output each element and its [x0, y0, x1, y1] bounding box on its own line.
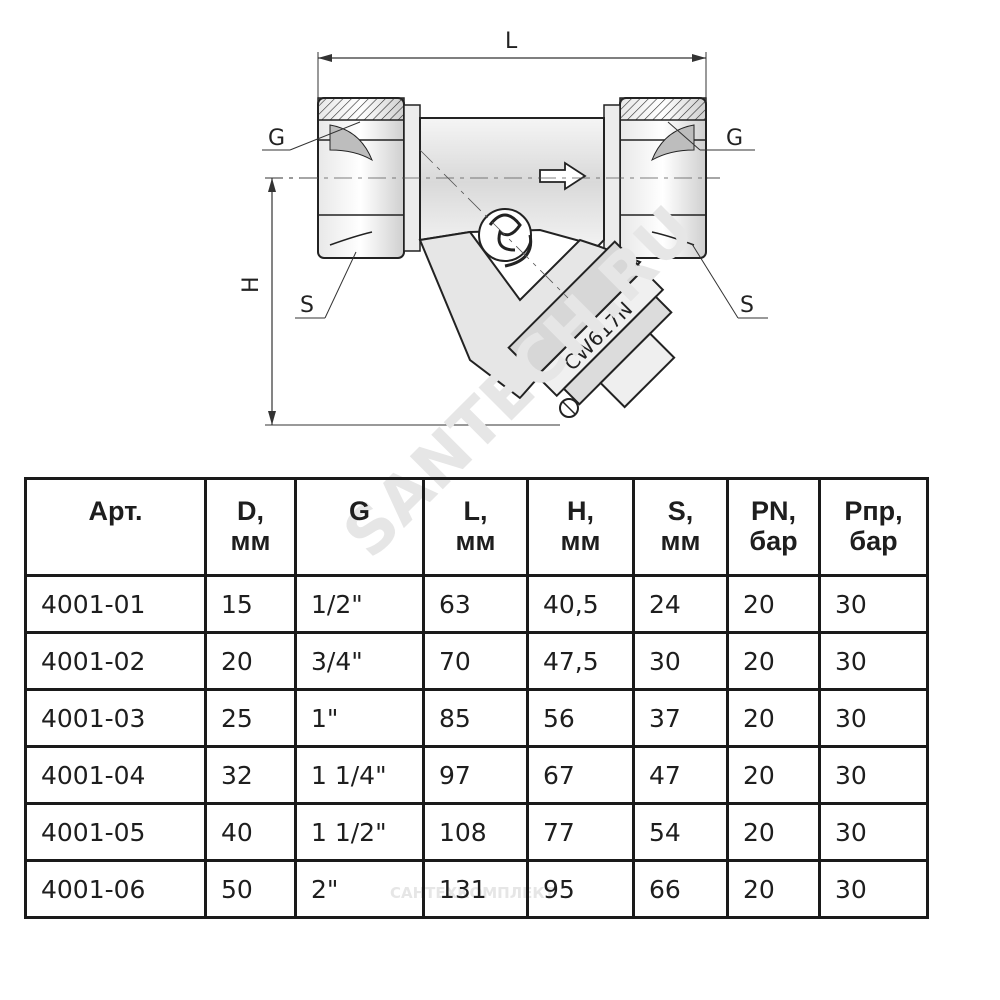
table-cell-col-s: 54	[632, 802, 729, 862]
table-cell-col-s: 30	[632, 631, 729, 691]
header-col-g: G	[294, 477, 425, 577]
header-label: Рпр,	[844, 496, 903, 526]
svg-text:G: G	[268, 126, 285, 151]
header-label: G	[348, 496, 370, 526]
g-right-callout: G	[667, 121, 755, 151]
table-cell-col-ppr: 30	[818, 631, 929, 691]
table-cell-col-h: 77	[526, 802, 635, 862]
header-col-s: S,мм	[632, 477, 729, 577]
header-unit: бар	[749, 526, 798, 556]
table-cell-col-ppr: 30	[818, 574, 929, 634]
header-label: L,	[463, 496, 488, 526]
header-col-pn: PN,бар	[726, 477, 821, 577]
table-cell-col-h: 67	[526, 745, 635, 805]
table-cell-col-art: 4001-06	[24, 859, 207, 919]
header-unit: мм	[660, 526, 701, 556]
s-right-callout: S	[691, 243, 768, 319]
table-cell-col-s: 66	[632, 859, 729, 919]
table-cell-col-s: 37	[632, 688, 729, 748]
table-cell-col-ppr: 30	[818, 688, 929, 748]
table-cell-col-h: 47,5	[526, 631, 635, 691]
table-cell-col-l: 85	[422, 688, 529, 748]
dimension-l-label: L	[505, 29, 518, 54]
table-cell-col-pn: 20	[726, 859, 821, 919]
table-cell-col-d: 25	[204, 688, 297, 748]
table-cell-col-l: 63	[422, 574, 529, 634]
table-cell-col-g: 1 1/2"	[294, 802, 425, 862]
table-cell-col-s: 47	[632, 745, 729, 805]
header-label: PN,	[750, 496, 796, 526]
dimension-l: L	[317, 29, 707, 100]
g-left-callout: G	[262, 121, 361, 151]
header-label: Арт.	[88, 496, 143, 526]
table-cell-col-art: 4001-02	[24, 631, 207, 691]
table-cell-col-pn: 20	[726, 574, 821, 634]
table-cell-col-pn: 20	[726, 688, 821, 748]
table-cell-col-l: 97	[422, 745, 529, 805]
table-cell-col-d: 40	[204, 802, 297, 862]
table-cell-col-h: 95	[526, 859, 635, 919]
header-unit: мм	[230, 526, 271, 556]
table-cell-col-art: 4001-05	[24, 802, 207, 862]
table-cell-col-d: 20	[204, 631, 297, 691]
header-label: H,	[567, 496, 594, 526]
table-cell-col-g: 1 1/4"	[294, 745, 425, 805]
table-cell-col-art: 4001-01	[24, 574, 207, 634]
table-cell-col-l: 70	[422, 631, 529, 691]
strainer-drawing: L H CW6	[239, 29, 768, 426]
table-cell-col-d: 50	[204, 859, 297, 919]
s-left-callout: S	[295, 251, 357, 319]
table-cell-col-g: 2"	[294, 859, 425, 919]
table-cell-col-g: 1"	[294, 688, 425, 748]
dimension-h-label: H	[239, 276, 264, 293]
table-cell-col-ppr: 30	[818, 745, 929, 805]
table-cell-col-ppr: 30	[818, 802, 929, 862]
header-col-art: Арт.	[24, 477, 207, 577]
table-cell-col-pn: 20	[726, 631, 821, 691]
header-unit: мм	[560, 526, 601, 556]
right-end-nut	[603, 97, 707, 259]
table-cell-col-d: 32	[204, 745, 297, 805]
table-cell-col-s: 24	[632, 574, 729, 634]
table-cell-col-h: 56	[526, 688, 635, 748]
header-col-l: L,мм	[422, 477, 529, 577]
table-cell-col-art: 4001-04	[24, 745, 207, 805]
table-cell-col-g: 3/4"	[294, 631, 425, 691]
header-col-h: H,мм	[526, 477, 635, 577]
header-unit: бар	[849, 526, 898, 556]
header-col-d: D,мм	[204, 477, 297, 577]
svg-text:S: S	[740, 293, 754, 318]
header-col-ppr: Рпр,бар	[818, 477, 929, 577]
header-label: S,	[667, 496, 694, 526]
table-cell-col-ppr: 30	[818, 859, 929, 919]
header-label: D,	[237, 496, 264, 526]
strainer-body: CW617N	[300, 117, 720, 418]
table-cell-col-l: 131	[422, 859, 529, 919]
table-cell-col-art: 4001-03	[24, 688, 207, 748]
table-cell-col-g: 1/2"	[294, 574, 425, 634]
table-cell-col-d: 15	[204, 574, 297, 634]
table-cell-col-pn: 20	[726, 802, 821, 862]
table-cell-col-h: 40,5	[526, 574, 635, 634]
svg-text:S: S	[300, 293, 314, 318]
table-cell-col-pn: 20	[726, 745, 821, 805]
svg-text:G: G	[726, 126, 743, 151]
table-cell-col-l: 108	[422, 802, 529, 862]
header-unit: мм	[455, 526, 496, 556]
